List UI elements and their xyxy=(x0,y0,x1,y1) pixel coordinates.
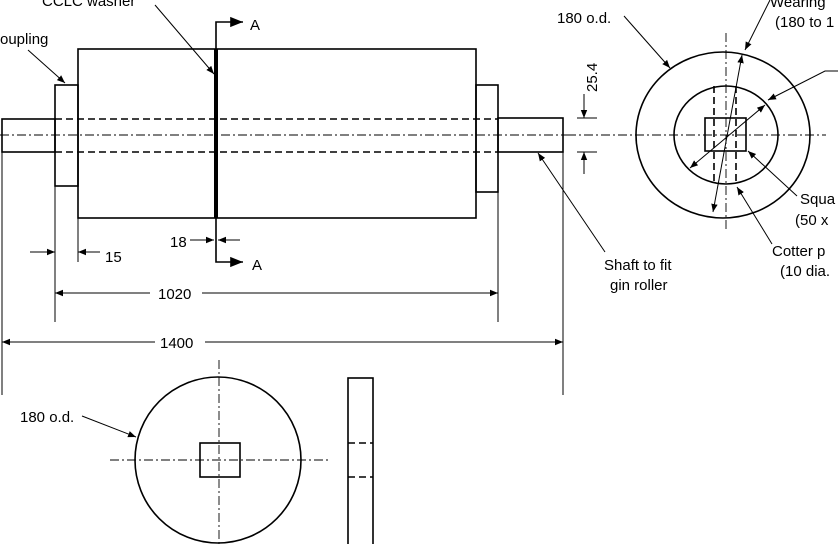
square-label-line2: (50 x xyxy=(795,212,829,229)
dim-18-label: 18 xyxy=(170,234,187,251)
shaft-label-line2: gin roller xyxy=(610,277,668,294)
square-leader xyxy=(747,150,798,197)
wearing-leader xyxy=(744,0,771,51)
dim-15-label: 15 xyxy=(105,249,122,266)
section-label-top: A xyxy=(250,17,260,34)
od-label-right: 180 o.d. xyxy=(557,10,611,27)
cotter-leader xyxy=(736,186,773,245)
washer-label: CCLC washer xyxy=(42,0,135,10)
wearing-label-line1: Wearing xyxy=(770,0,826,11)
right-coupling xyxy=(475,84,499,193)
left-coupling xyxy=(54,84,79,187)
coupling-label: oupling xyxy=(0,31,48,48)
section-label-bottom: A xyxy=(252,257,262,274)
square-label-line1: Squa xyxy=(800,191,836,208)
dim-1400-label: 1400 xyxy=(160,335,193,352)
dim-1020-label: 1020 xyxy=(158,286,191,303)
coupling-leader xyxy=(27,49,66,84)
inner-leader xyxy=(767,70,838,101)
roller-end-view: 180 o.d. Wearing (180 to 1 Squa (50 x Co… xyxy=(557,0,838,280)
cotter-label-line1: Cotter p xyxy=(772,243,825,260)
left-shaft-end xyxy=(1,118,56,153)
roller-elevation: A A CCLC washer oupling 15 18 1020 1400 xyxy=(0,0,672,395)
washer-views: 180 o.d. xyxy=(20,360,374,544)
wearing-label-line2: (180 to 1 xyxy=(775,14,834,31)
od-leader-right xyxy=(623,15,671,69)
section-arrow-bottom xyxy=(215,218,243,268)
section-arrow-top xyxy=(215,16,243,49)
shaft-label-line1: Shaft to fit xyxy=(604,257,672,274)
od-leader-bottom xyxy=(81,415,137,438)
washer-side xyxy=(347,377,374,544)
roller-body xyxy=(77,48,477,219)
od-label-bottom: 180 o.d. xyxy=(20,409,74,426)
inner-dim xyxy=(689,104,766,169)
washer-leader xyxy=(154,4,215,75)
dim-25-4-label: 25.4 xyxy=(584,63,601,92)
cotter-label-line2: (10 dia. xyxy=(780,263,830,280)
shaft-leader xyxy=(537,152,606,253)
